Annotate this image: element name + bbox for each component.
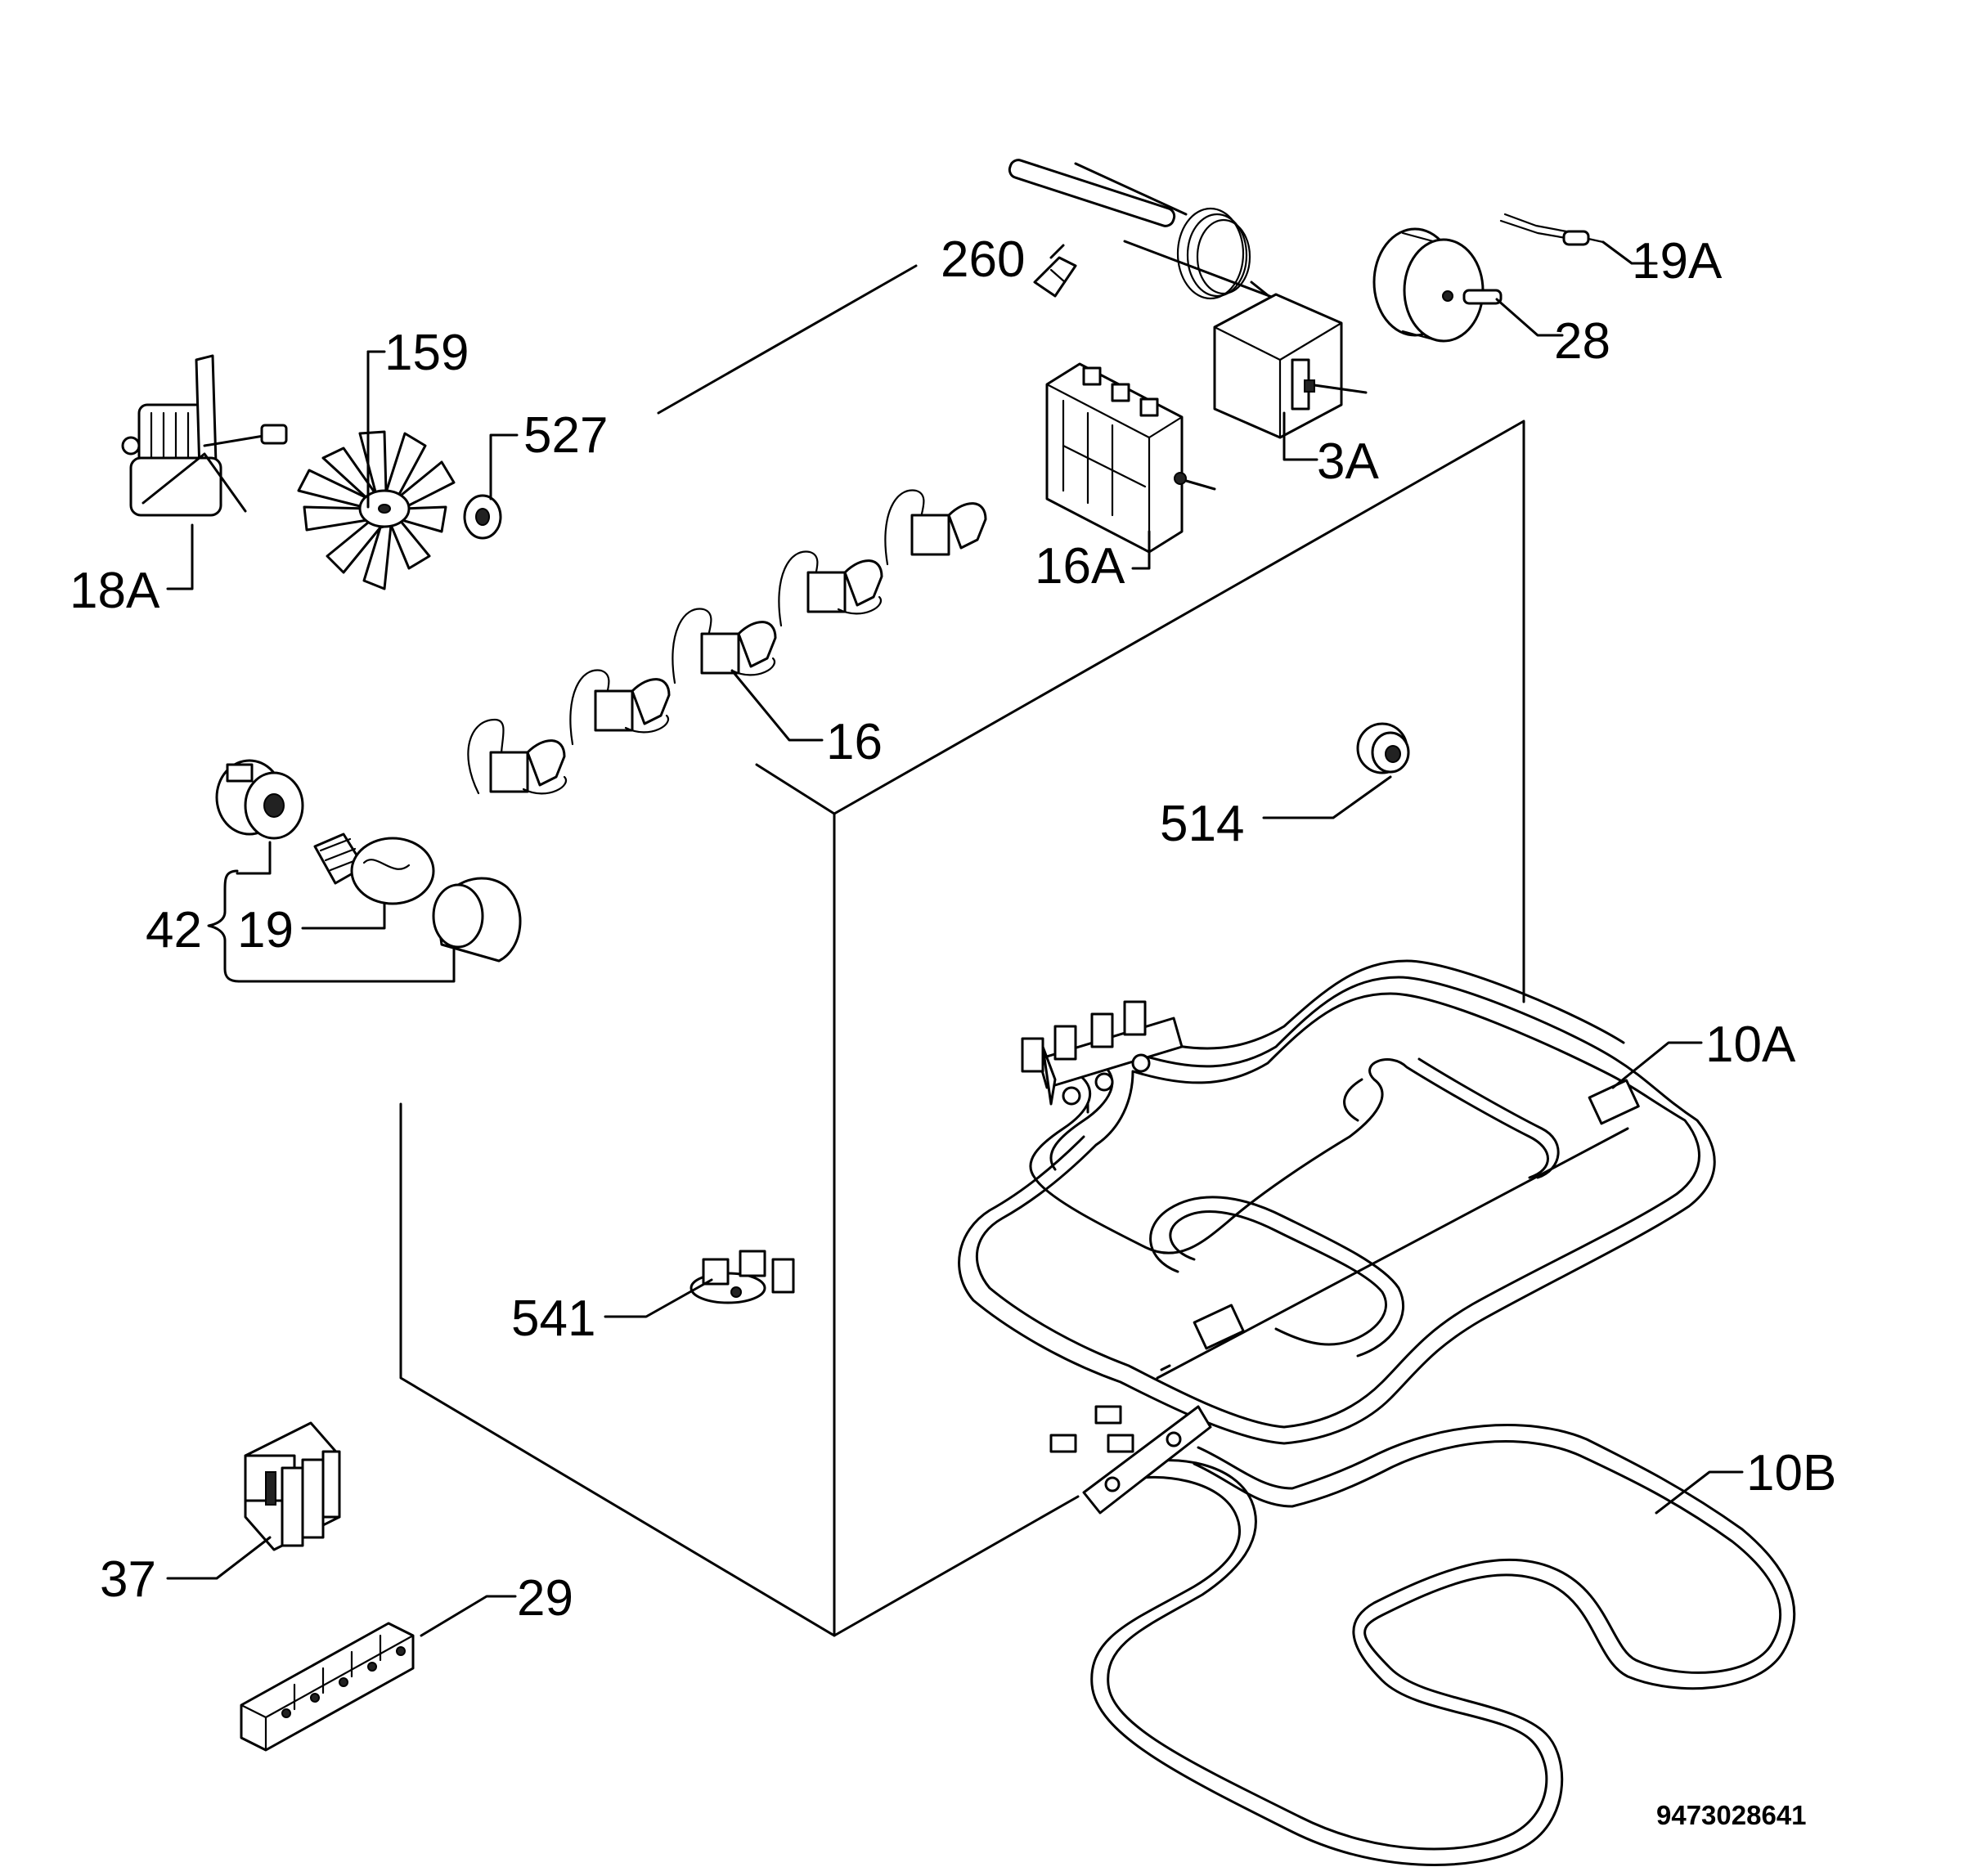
- label-42: 42: [146, 902, 202, 958]
- label-10a: 10A: [1705, 1017, 1796, 1073]
- sensor-19a: [1499, 213, 1605, 246]
- lamp-holders-16: [467, 489, 987, 795]
- part-labels: 260 19A 159 28 527 3A 18A 16A 16 514 42 …: [70, 231, 1836, 1830]
- label-19a: 19A: [1632, 233, 1723, 289]
- drawing-code: 9473028641: [1656, 1800, 1807, 1830]
- grill-element-10a: [958, 959, 1716, 1445]
- label-19: 19: [237, 902, 294, 958]
- label-3a: 3A: [1317, 433, 1379, 490]
- label-10b: 10B: [1746, 1445, 1836, 1501]
- leader-lines: [166, 240, 1744, 1637]
- label-527: 527: [523, 407, 608, 464]
- lamp-assembly-42: [215, 759, 304, 840]
- label-16a: 16A: [1035, 538, 1125, 595]
- grommet-514: [1356, 722, 1410, 774]
- fan-blade-159: [297, 430, 456, 590]
- label-29: 29: [517, 1570, 573, 1627]
- label-260: 260: [941, 231, 1025, 288]
- fan-motor-18a: [121, 354, 288, 517]
- thermostat-3a: [1008, 159, 1368, 439]
- oven-cabinet-outline: [399, 264, 1525, 1637]
- label-18a: 18A: [70, 563, 160, 619]
- label-28: 28: [1554, 313, 1610, 370]
- motor-28: [1372, 227, 1503, 343]
- bottom-element-10b: [1049, 1405, 1796, 1866]
- label-541: 541: [511, 1290, 595, 1347]
- terminal-541: [690, 1250, 795, 1304]
- label-37: 37: [100, 1551, 156, 1608]
- bulb-19: [313, 833, 435, 905]
- terminal-block-29: [240, 1622, 415, 1752]
- label-514: 514: [1160, 796, 1244, 852]
- relay-37: [244, 1421, 341, 1551]
- clip-260: [1033, 256, 1077, 298]
- selector-switch-16a: [1045, 362, 1216, 554]
- nut-527: [463, 494, 502, 540]
- lamp-cover: [432, 877, 522, 963]
- label-16: 16: [826, 714, 883, 770]
- label-159: 159: [384, 325, 469, 381]
